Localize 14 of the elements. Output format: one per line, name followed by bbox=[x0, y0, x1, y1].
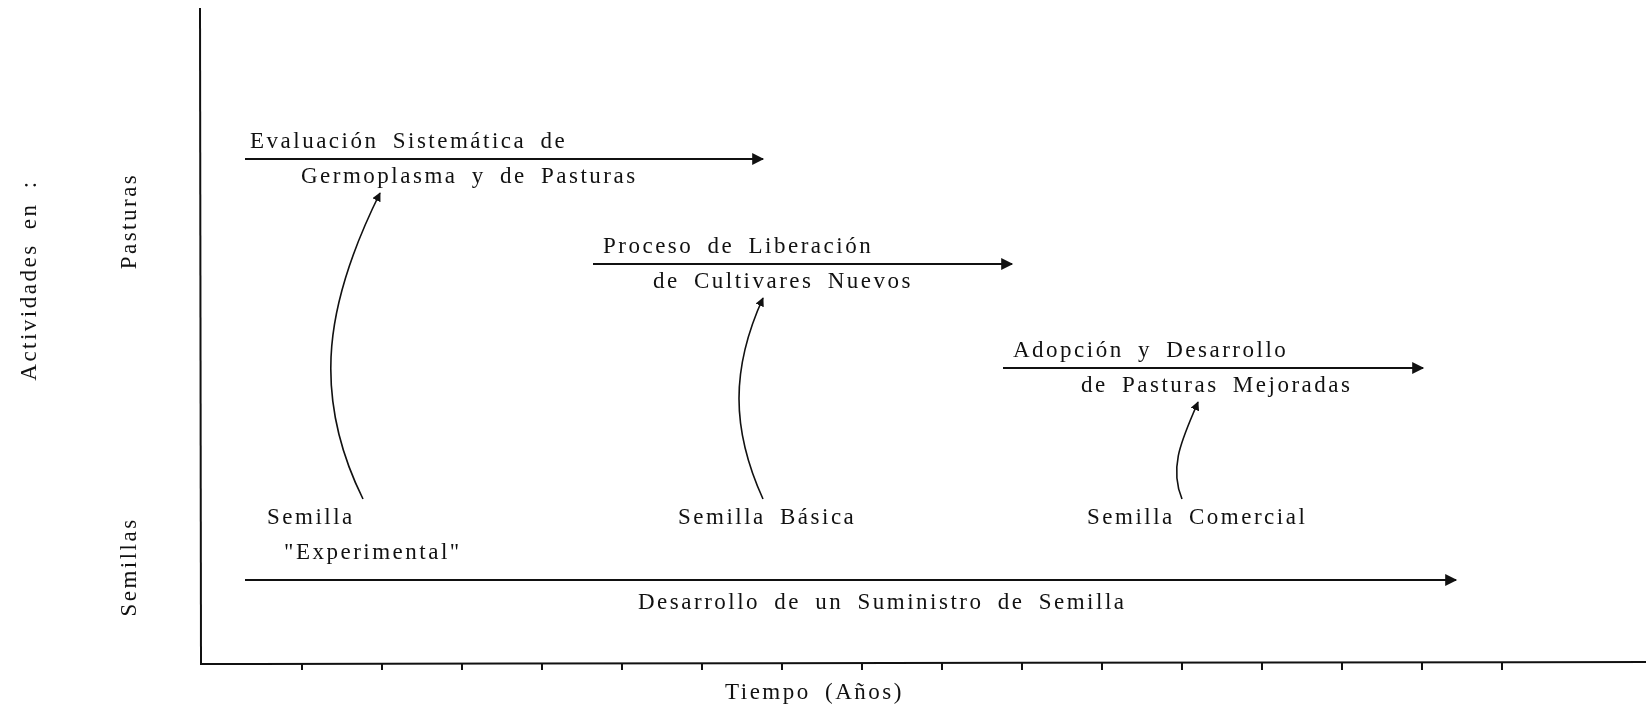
timeline-caption: Desarrollo de un Suministro de Semilla bbox=[638, 588, 1127, 616]
activity-text: Semilla Básica bbox=[678, 499, 857, 534]
activity-text: Adopción y Desarrollo de Pasturas Mejoradas bbox=[1013, 332, 1353, 402]
curved-arrow bbox=[329, 192, 381, 500]
activity-text: Evaluación Sistemática de Germoplasma y de Pasturas bbox=[250, 123, 638, 193]
curved-arrow bbox=[1175, 401, 1199, 500]
axis-label: Semillas bbox=[114, 517, 142, 617]
activity-text: Semilla "Experimental" bbox=[267, 499, 462, 569]
axis-label: Pasturas bbox=[114, 172, 142, 270]
axis-title: Tiempo (Años) bbox=[725, 678, 904, 706]
curved-arrow bbox=[738, 297, 764, 500]
activity-text: Proceso de Liberación de Cultivares Nuevos bbox=[603, 228, 913, 298]
activity-text: Semilla Comercial bbox=[1087, 499, 1308, 534]
axis-label: Actividades en : bbox=[14, 179, 42, 381]
